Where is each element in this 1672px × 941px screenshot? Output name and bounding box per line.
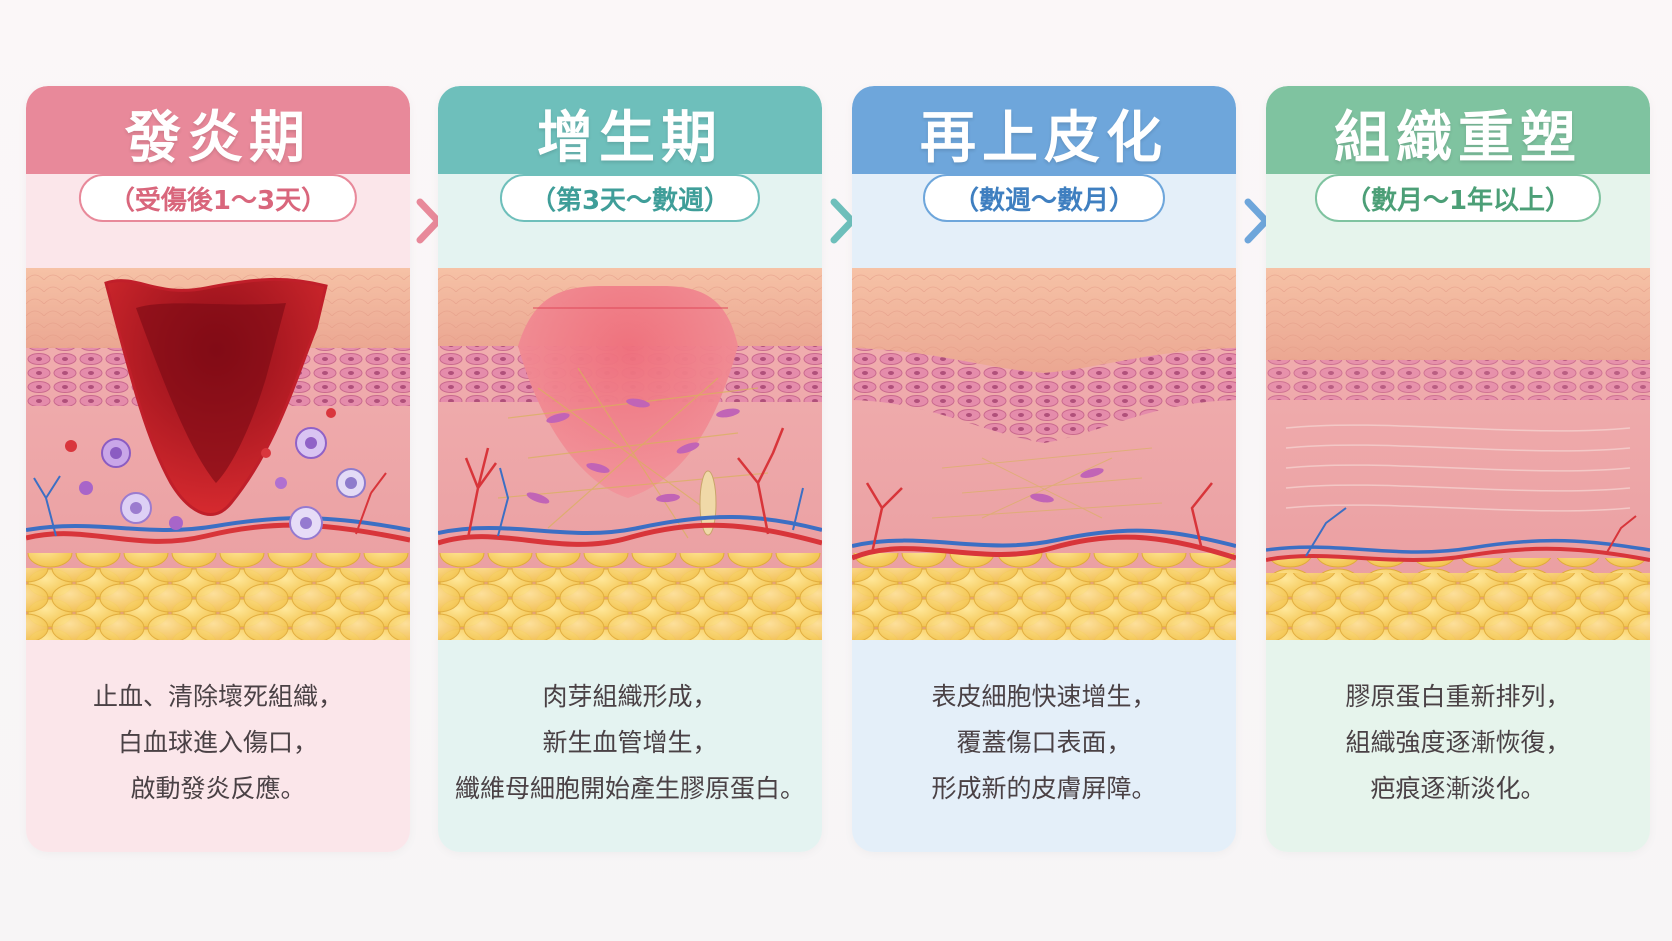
inflammation-skin-illustration <box>26 268 410 640</box>
stage-duration-pill: （數週～數月） <box>922 174 1166 222</box>
stage-title: 組織重塑 <box>1334 105 1582 171</box>
stage-header: 組織重塑 <box>1266 86 1650 174</box>
arrow-shape <box>1244 198 1270 244</box>
description-line: 止血、清除壞死組織， <box>92 682 343 711</box>
stage-card-reepithelialization: 再上皮化 （數週～數月） 表皮細胞快速增生， 覆蓋傷口表面， 形成新的皮膚屏障。 <box>852 86 1236 852</box>
description-line: 表皮細胞快速增生， <box>931 682 1157 711</box>
proliferation-skin-illustration <box>438 268 822 640</box>
stage-description: 膠原蛋白重新排列， 組織強度逐漸恢復， 疤痕逐漸淡化。 <box>1266 674 1650 812</box>
description-line: 膠原蛋白重新排列， <box>1345 682 1571 711</box>
stage-card-inflammation: 發炎期 （受傷後1～3天） 止血、清除壞死組織， 白血球進入傷口， <box>26 86 410 852</box>
description-line: 新生血管增生， <box>542 728 718 757</box>
stage-header: 發炎期 <box>26 86 410 174</box>
stage-title: 再上皮化 <box>920 105 1168 171</box>
remodeling-skin-illustration <box>1266 268 1650 640</box>
stage-description: 止血、清除壞死組織， 白血球進入傷口， 啟動發炎反應。 <box>26 674 410 812</box>
stage-header: 增生期 <box>438 86 822 174</box>
description-line: 啟動發炎反應。 <box>130 774 306 803</box>
stage-card-proliferation: 增生期 （第3天～數週） 肉芽組織形成， <box>438 86 822 852</box>
description-line: 組織強度逐漸恢復， <box>1345 728 1571 757</box>
stage-header: 再上皮化 <box>852 86 1236 174</box>
arrow-shape <box>416 198 442 244</box>
stage-duration-pill: （第3天～數週） <box>499 174 761 222</box>
description-line: 白血球進入傷口， <box>117 728 318 757</box>
arrow-shape <box>830 198 856 244</box>
stage-title: 增生期 <box>537 105 723 171</box>
description-line: 疤痕逐漸淡化。 <box>1370 774 1546 803</box>
stage-card-remodeling: 組織重塑 （數月～1年以上） 膠原蛋白重新排列， 組織強度逐漸恢復， 疤痕逐漸淡… <box>1266 86 1650 852</box>
stage-duration-pill: （受傷後1～3天） <box>78 174 358 222</box>
stage-description: 肉芽組織形成， 新生血管增生， 纖維母細胞開始產生膠原蛋白。 <box>438 674 822 812</box>
reepithelialization-skin-illustration <box>852 268 1236 640</box>
stage-description: 表皮細胞快速增生， 覆蓋傷口表面， 形成新的皮膚屏障。 <box>852 674 1236 812</box>
description-line: 肉芽組織形成， <box>542 682 718 711</box>
stage-title: 發炎期 <box>125 105 311 171</box>
description-line: 形成新的皮膚屏障。 <box>931 774 1157 803</box>
description-line: 纖維母細胞開始產生膠原蛋白。 <box>454 774 805 803</box>
stage-duration-pill: （數月～1年以上） <box>1314 174 1602 222</box>
description-line: 覆蓋傷口表面， <box>956 728 1132 757</box>
